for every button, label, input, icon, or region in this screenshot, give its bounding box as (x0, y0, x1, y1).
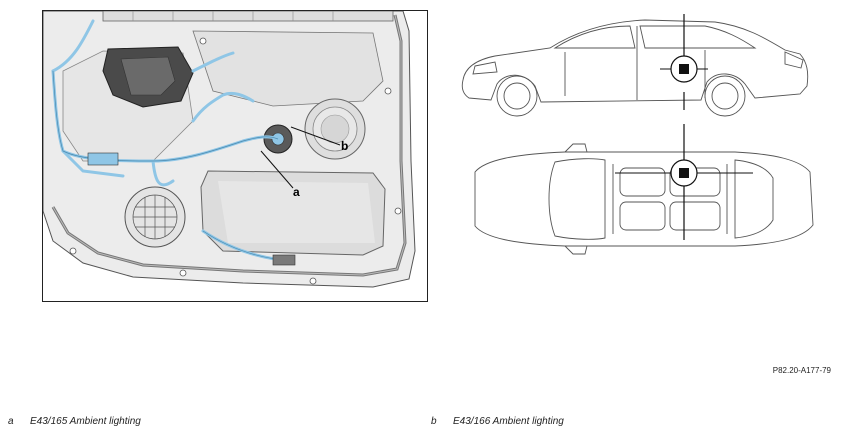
vehicle-location-views (455, 10, 825, 300)
legend-text: E43/165 Ambient lighting (30, 416, 141, 427)
legend-item-a: a E43/165 Ambient lighting (8, 416, 141, 427)
callout-a: a (293, 185, 300, 199)
vehicle-top-view (474, 143, 814, 255)
legend-text: E43/166 Ambient lighting (453, 416, 564, 427)
legend-item-b: b E43/166 Ambient lighting (431, 416, 564, 427)
figure-reference: P82.20-A177-79 (772, 366, 831, 375)
location-marker-top (615, 159, 753, 187)
vehicle-side-view (461, 19, 809, 117)
legend-letter: b (431, 416, 437, 427)
location-marker-side (660, 55, 708, 83)
callout-b: b (341, 139, 348, 153)
door-panel-illustration: a b (42, 10, 428, 302)
door-panel-drawing: a b (43, 11, 416, 288)
vehicle-drawing (461, 14, 814, 255)
legend-letter: a (8, 416, 14, 427)
